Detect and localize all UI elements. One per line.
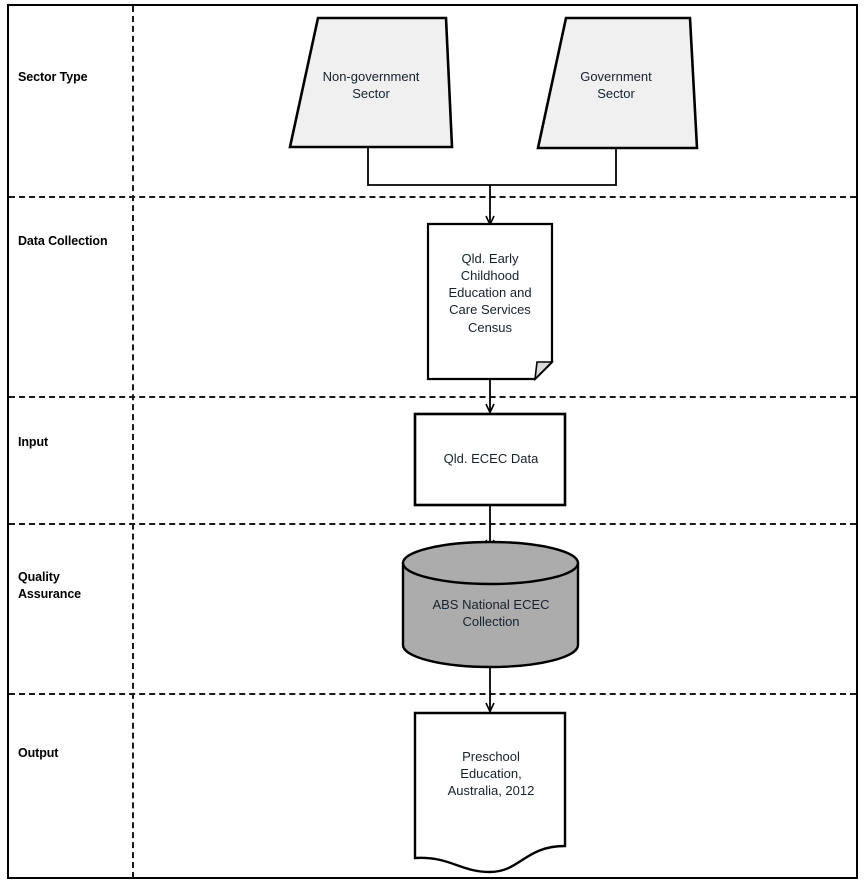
row-label-sector-type: Sector Type [18, 70, 88, 84]
shape-census-document[interactable] [426, 222, 554, 381]
shape-abs-collection-top [401, 540, 580, 586]
row-divider-quality-assurance [9, 693, 856, 695]
row-divider-input [9, 523, 856, 525]
diagram-border [7, 4, 858, 879]
column-divider [132, 6, 134, 878]
shape-government-sector[interactable] [536, 16, 699, 150]
edge-nongov-to-census [367, 147, 490, 186]
row-label-data-collection: Data Collection [18, 234, 108, 248]
row-divider-data-collection [9, 396, 856, 398]
row-label-input: Input [18, 435, 49, 449]
row-divider-sector-type [9, 196, 856, 198]
shape-non-government-sector[interactable] [288, 16, 454, 149]
row-label-quality-assurance: Quality Assurance [18, 570, 82, 601]
shape-census-document-fold [533, 361, 554, 382]
shape-abs-collection-body[interactable] [401, 561, 580, 669]
shape-qld-ecec-data[interactable] [413, 412, 567, 507]
edge-gov-to-census [490, 148, 617, 186]
row-label-output: Output [18, 746, 59, 760]
shape-preschool-publication[interactable] [413, 711, 567, 874]
